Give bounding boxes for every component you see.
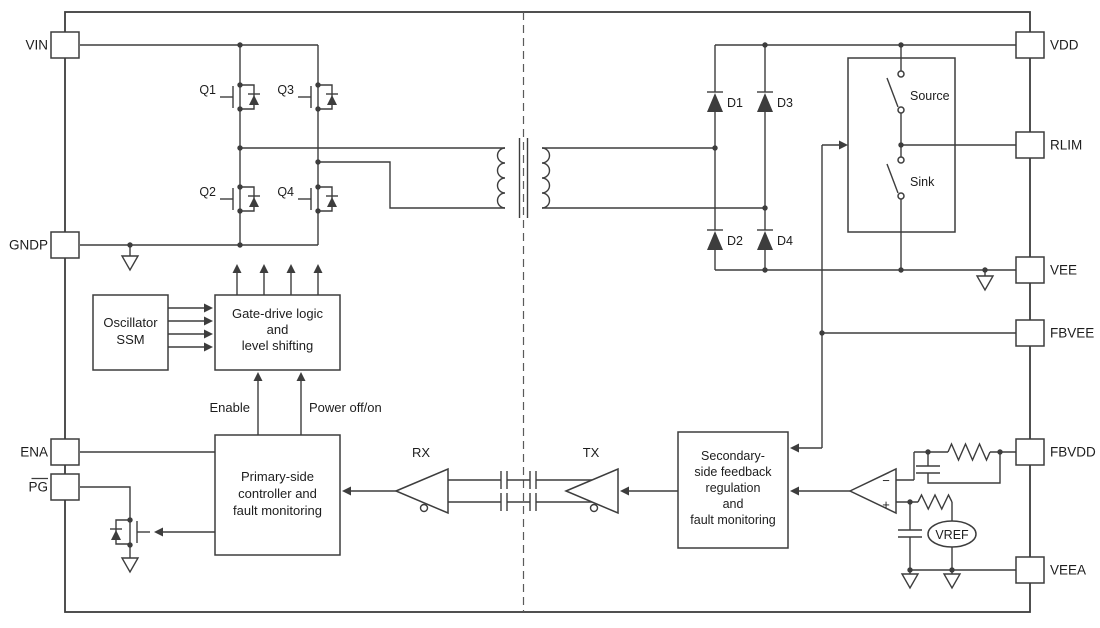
pin-box-vee xyxy=(1015,256,1045,284)
pin-label-gndp: GNDP xyxy=(9,238,48,253)
secondary-feedback-text-5: fault monitoring xyxy=(690,513,776,527)
secondary-feedback-text-1: Secondary- xyxy=(701,449,765,463)
pin-label-fbvdd: FBVDD xyxy=(1050,445,1096,460)
secondary-feedback-text-4: and xyxy=(723,497,744,511)
oscillator-text-2: SSM xyxy=(116,332,144,347)
pg-mosfet xyxy=(110,519,150,545)
opamp-inverting-label: − xyxy=(882,473,890,488)
diode-d1 xyxy=(707,91,723,112)
label-q4: Q4 xyxy=(277,185,294,199)
source-switch-icon xyxy=(886,70,905,114)
diode-d4 xyxy=(757,229,773,250)
sink-switch-icon xyxy=(886,156,905,200)
block-primary-controller xyxy=(214,434,341,556)
oscillator-text-1: Oscillator xyxy=(103,315,158,330)
label-d3: D3 xyxy=(777,96,793,110)
gate-drive-text-2: and xyxy=(267,322,289,337)
label-q1: Q1 xyxy=(199,83,216,97)
mosfet-q2 xyxy=(220,186,260,212)
label-d1: D1 xyxy=(727,96,743,110)
mosfet-q1 xyxy=(220,84,260,110)
arrowheads xyxy=(154,140,848,537)
vref-source xyxy=(927,520,977,548)
label-tx: TX xyxy=(583,445,600,460)
block-gate-drive xyxy=(214,294,341,371)
label-d2: D2 xyxy=(727,234,743,248)
pin-label-ena: ENA xyxy=(20,445,48,460)
pin-box-rlim xyxy=(1015,131,1045,159)
tx-buffer-icon xyxy=(564,467,619,515)
capacitor-softstart-icon xyxy=(898,529,922,538)
function-blocks xyxy=(92,57,956,556)
label-sink: Sink xyxy=(910,175,935,189)
diode-d3 xyxy=(757,91,773,112)
pin-label-vdd: VDD xyxy=(1050,38,1079,53)
pin-box-ena xyxy=(50,438,80,466)
opamp-noninverting-label: + xyxy=(882,497,890,512)
gate-drive-text-3: level shifting xyxy=(242,338,314,353)
primary-controller-text-2: controller and xyxy=(238,486,317,501)
mosfet-q4 xyxy=(298,186,338,212)
diode-d2 xyxy=(707,229,723,250)
pin-label-rlim: RLIM xyxy=(1050,138,1082,153)
label-q2: Q2 xyxy=(199,185,216,199)
label-source: Source xyxy=(910,89,950,103)
capacitor-comp-icon xyxy=(916,465,940,474)
secondary-feedback-text-2: side feedback xyxy=(694,465,772,479)
pin-box-gndp xyxy=(50,231,80,259)
rx-buffer-icon xyxy=(394,467,449,515)
pin-label-vee: VEE xyxy=(1050,263,1077,278)
resistor-vref-icon xyxy=(917,493,953,511)
transformer-icon xyxy=(496,138,551,218)
block-oscillator xyxy=(92,294,169,371)
label-d4: D4 xyxy=(777,234,793,248)
block-secondary-feedback xyxy=(677,431,789,549)
isolation-capacitors xyxy=(500,471,537,511)
pin-label-vin: VIN xyxy=(25,38,48,53)
pin-box-fbvdd xyxy=(1015,438,1045,466)
secondary-feedback-text-3: regulation xyxy=(706,481,761,495)
pin-box-vin xyxy=(50,31,80,59)
pin-label-fbvee: FBVEE xyxy=(1050,326,1094,341)
pin-box-veea xyxy=(1015,556,1045,584)
label-enable: Enable xyxy=(210,400,250,415)
label-power-off-on: Power off/on xyxy=(309,400,382,415)
pin-box-vdd xyxy=(1015,31,1045,59)
label-vref: VREF xyxy=(935,528,969,542)
label-rx: RX xyxy=(412,445,430,460)
pin-boxes xyxy=(50,31,1045,584)
primary-controller-text-3: fault monitoring xyxy=(233,503,322,518)
labels: VIN GNDP ENA PG VDD RLIM VEE FBVEE FBVDD… xyxy=(9,38,1096,578)
junction-dots xyxy=(127,42,1003,573)
primary-controller-text-1: Primary-side xyxy=(241,469,314,484)
pin-box-fbvee xyxy=(1015,319,1045,347)
error-amplifier-icon xyxy=(848,467,897,515)
pin-label-veea: VEEA xyxy=(1050,563,1086,578)
pin-box-pg xyxy=(50,473,80,501)
resistor-fbvdd-icon xyxy=(947,442,991,462)
pin-label-pg: PG xyxy=(28,480,48,495)
mosfet-q3 xyxy=(298,84,338,110)
label-q3: Q3 xyxy=(277,83,294,97)
gate-drive-text-1: Gate-drive logic xyxy=(232,306,324,321)
